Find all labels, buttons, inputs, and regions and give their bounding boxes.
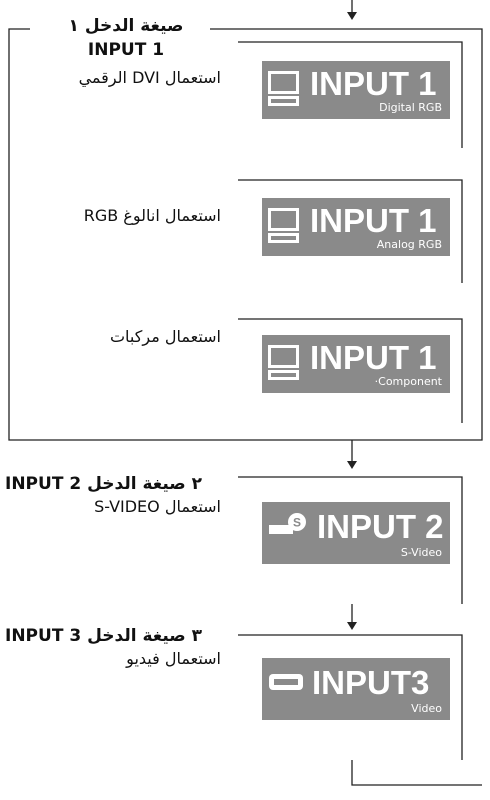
svg-text:S: S [293,516,301,530]
monitor-icon [268,208,299,243]
input-display: INPUT 1 Analog RGB [262,198,450,256]
input-label: INPUT3 [312,664,430,701]
video-connector-icon [269,674,303,690]
section-heading: INPUT 1 [87,40,165,60]
mode-description: استعمال DVI الرقمي [78,68,221,87]
input-display: INPUT3 Video [262,658,450,720]
monitor-icon [268,71,299,106]
input-subtitle: Analog RGB [376,238,442,251]
monitor-icon [268,345,299,380]
mode-description: استعمال S-VIDEO [94,497,221,516]
mode-description: استعمال فيديو [126,649,221,668]
section-heading: INPUT 3 ٣ صيغة الدخل [5,626,203,646]
input-subtitle: S-Video [400,546,442,559]
s-video-plug-icon: S [269,513,306,534]
section-heading-arabic: صيغة الدخل ١ [66,16,186,36]
input-display: INPUT 1 ·Component [262,335,450,393]
input-display: INPUT 1 Digital RGB [262,61,450,119]
input-display: S INPUT 2 S-Video [262,502,450,564]
input-subtitle: Digital RGB [379,101,442,114]
input-label: INPUT 1 [310,65,437,102]
input-subtitle: Video [411,702,442,715]
section-heading: INPUT 2 ٢ صيغة الدخل [5,474,203,494]
input-label: INPUT 1 [310,202,437,239]
input-subtitle: ·Component [374,375,442,388]
mode-description: استعمال انالوغ RGB [83,206,221,225]
input-label: INPUT 2 [317,508,444,545]
mode-description: استعمال مركبات [109,327,221,346]
input-label: INPUT 1 [310,339,437,376]
